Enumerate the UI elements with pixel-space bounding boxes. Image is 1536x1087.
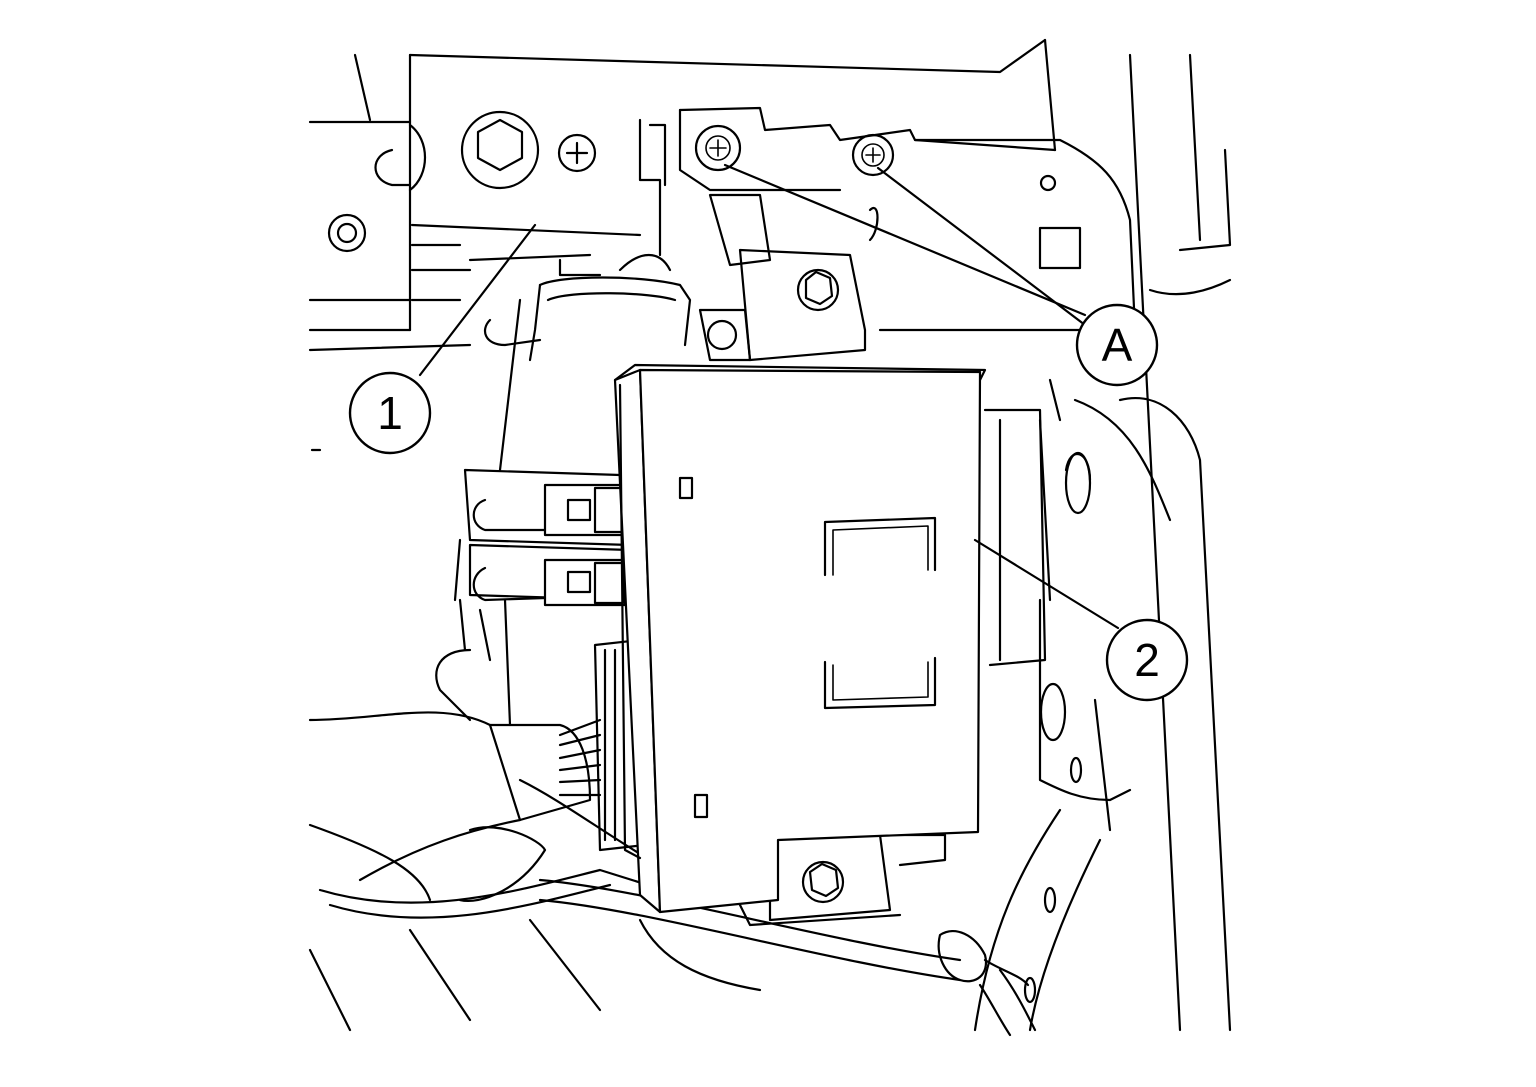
callout-1: 1	[348, 371, 432, 455]
connector-upper	[463, 468, 632, 547]
upper-bracket	[638, 106, 1137, 332]
lower-harness	[308, 538, 962, 1032]
stud-nut-lower-icon	[801, 860, 845, 904]
mount-hole-icon	[327, 213, 367, 253]
callout-2: 2	[1105, 618, 1189, 702]
right-slot-holes-icon	[1023, 756, 1083, 1004]
screw-a-right-icon	[851, 133, 895, 177]
right-oval-hole-upper-icon	[1064, 451, 1092, 515]
stud-nut-upper-icon	[796, 268, 840, 312]
hex-bolt-icon	[460, 110, 540, 190]
callout-a-label: A	[1102, 319, 1133, 371]
phillips-screw-icon	[557, 133, 597, 173]
harness-bundle	[468, 253, 692, 472]
leader-lines	[418, 163, 1120, 630]
callout-2-label: 2	[1134, 634, 1160, 686]
right-oval-hole-lower-icon	[1039, 682, 1067, 742]
dash-bracket-frame	[308, 38, 1047, 452]
control-module-unit	[613, 363, 987, 914]
connector-lower	[468, 543, 632, 607]
right-panel-structure	[973, 38, 1232, 1032]
center-mount-post	[698, 193, 867, 362]
screw-a-left-icon	[694, 124, 742, 172]
wire-clip	[937, 929, 1037, 1037]
callout-1-label: 1	[377, 387, 403, 439]
callout-a: A	[1075, 303, 1159, 387]
